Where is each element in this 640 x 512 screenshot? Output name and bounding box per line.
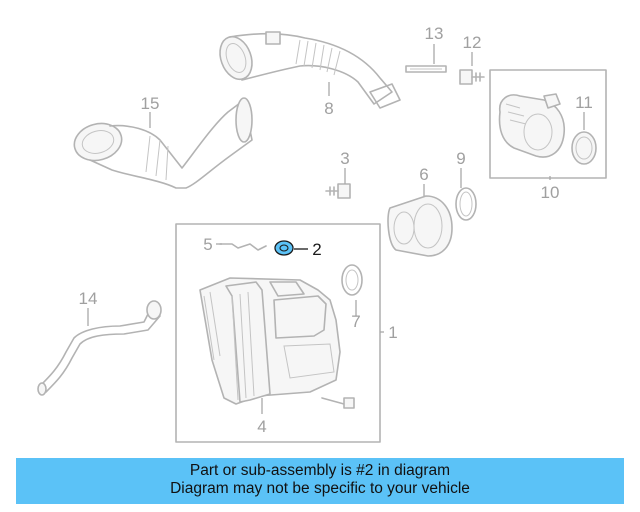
callout-1: 1 — [388, 323, 397, 342]
part-5-bracket — [219, 243, 267, 251]
info-banner: Part or sub-assembly is #2 in diagram Di… — [16, 458, 624, 504]
part-9-clamp — [455, 187, 477, 221]
part-7-seal — [341, 264, 363, 296]
part-15-duct — [73, 97, 253, 189]
part-13-strip — [405, 65, 447, 73]
callout-4: 4 — [257, 417, 266, 436]
banner-line-1: Part or sub-assembly is #2 in diagram — [189, 462, 451, 479]
part-12-bolt — [459, 69, 485, 85]
part-1-airbox-group — [175, 223, 381, 443]
part-8-intake-hose — [219, 31, 401, 109]
callout-15: 15 — [141, 94, 160, 113]
part-2-grommet — [274, 240, 294, 256]
callout-6: 6 — [419, 165, 428, 184]
callout-13: 13 — [425, 24, 444, 43]
air-cleaner-housing — [199, 277, 341, 405]
callout-7: 7 — [351, 312, 360, 331]
part-4-screw — [321, 397, 355, 409]
callout-8: 8 — [324, 99, 333, 118]
banner-line-2: Diagram may not be specific to your vehi… — [170, 480, 470, 497]
callout-12: 12 — [463, 33, 482, 52]
callout-14: 14 — [79, 289, 98, 308]
callout-9: 9 — [456, 149, 465, 168]
parts-diagram: 8 13 12 11 10 15 3 6 9 5 2 7 1 4 14 — [37, 24, 607, 443]
callout-10: 10 — [541, 183, 560, 202]
callout-2: 2 — [312, 240, 321, 259]
callout-3: 3 — [340, 149, 349, 168]
callout-5: 5 — [203, 235, 212, 254]
part-3-bolt — [325, 183, 351, 199]
callout-11: 11 — [575, 93, 593, 112]
part-6-sensor — [387, 195, 453, 257]
leader-lines — [87, 44, 585, 414]
part-14-hose — [37, 300, 162, 396]
part-10-group — [489, 69, 607, 179]
